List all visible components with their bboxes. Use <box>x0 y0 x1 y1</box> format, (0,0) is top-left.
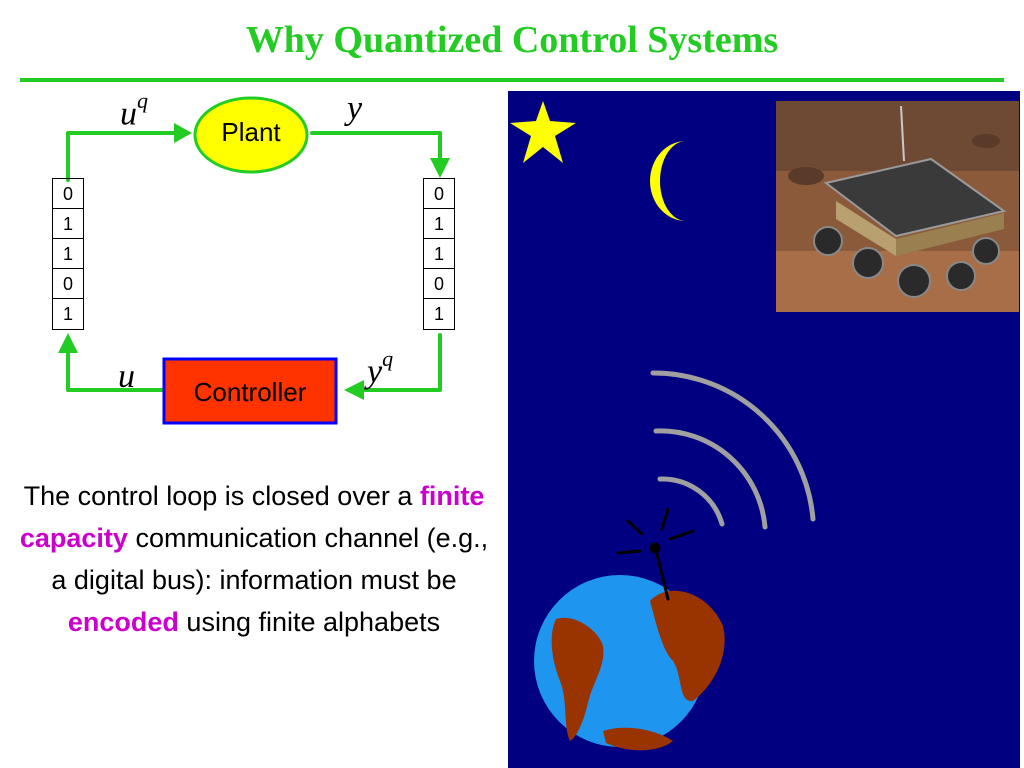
highlight-finite-capacity: finite capacity <box>19 481 485 553</box>
plant-label: Plant <box>221 117 281 147</box>
bit-cell: 0 <box>53 179 83 209</box>
arrow-into-left-bits <box>58 333 78 353</box>
bit-cell: 1 <box>433 304 444 324</box>
signal-y-label: y <box>347 90 363 127</box>
signal-u-label: u <box>118 358 135 395</box>
controller-label: Controller <box>193 377 307 407</box>
signal-uq-label: uq <box>120 88 148 133</box>
controller-node <box>162 357 338 425</box>
rover-photo <box>776 101 1019 312</box>
bit-cell: 1 <box>53 209 83 239</box>
space-scene <box>510 101 816 751</box>
wire-plant-to-bits <box>310 131 442 162</box>
arrow-into-right-bits <box>430 158 450 178</box>
slide-title: Why Quantized Control Systems <box>245 19 779 61</box>
body-paragraph: The control loop is closed over a finite… <box>14 475 494 643</box>
bit-cell: 0 <box>424 179 454 209</box>
right-bit-register: 0 1 1 0 1 <box>423 178 455 330</box>
arrow-into-controller <box>344 380 364 400</box>
earth-icon <box>534 575 725 751</box>
moon-icon <box>650 141 686 221</box>
bit-cell: 1 <box>62 304 73 324</box>
bit-cell: 0 <box>424 269 454 299</box>
body-text-1: The control loop is closed over a <box>23 481 420 511</box>
wire-controller-to-bits <box>66 348 166 392</box>
control-loop-diagram <box>58 96 450 425</box>
bit-cell: 1 <box>424 209 454 239</box>
bit-cell: 0 <box>53 269 83 299</box>
bit-cell: 1 <box>424 239 454 269</box>
highlight-encoded: encoded <box>67 607 179 637</box>
arrow-into-plant <box>174 123 192 143</box>
bit-cell: 1 <box>53 239 83 269</box>
wire-bits-to-plant <box>66 131 177 182</box>
satellite-dish-icon <box>616 507 695 601</box>
star-icon <box>510 101 576 163</box>
plant-node <box>193 96 309 174</box>
wire-bits-to-controller <box>363 333 442 392</box>
body-text-2: communication channel (e.g., a digital b… <box>51 523 489 595</box>
body-text-3: using finite alphabets <box>178 607 441 637</box>
signal-yq-label: yq <box>367 346 394 391</box>
signal-waves-icon <box>650 370 816 530</box>
space-illustration <box>508 91 1020 768</box>
title-rule <box>20 78 1004 82</box>
left-bit-register: 0 1 1 0 1 <box>52 178 84 330</box>
